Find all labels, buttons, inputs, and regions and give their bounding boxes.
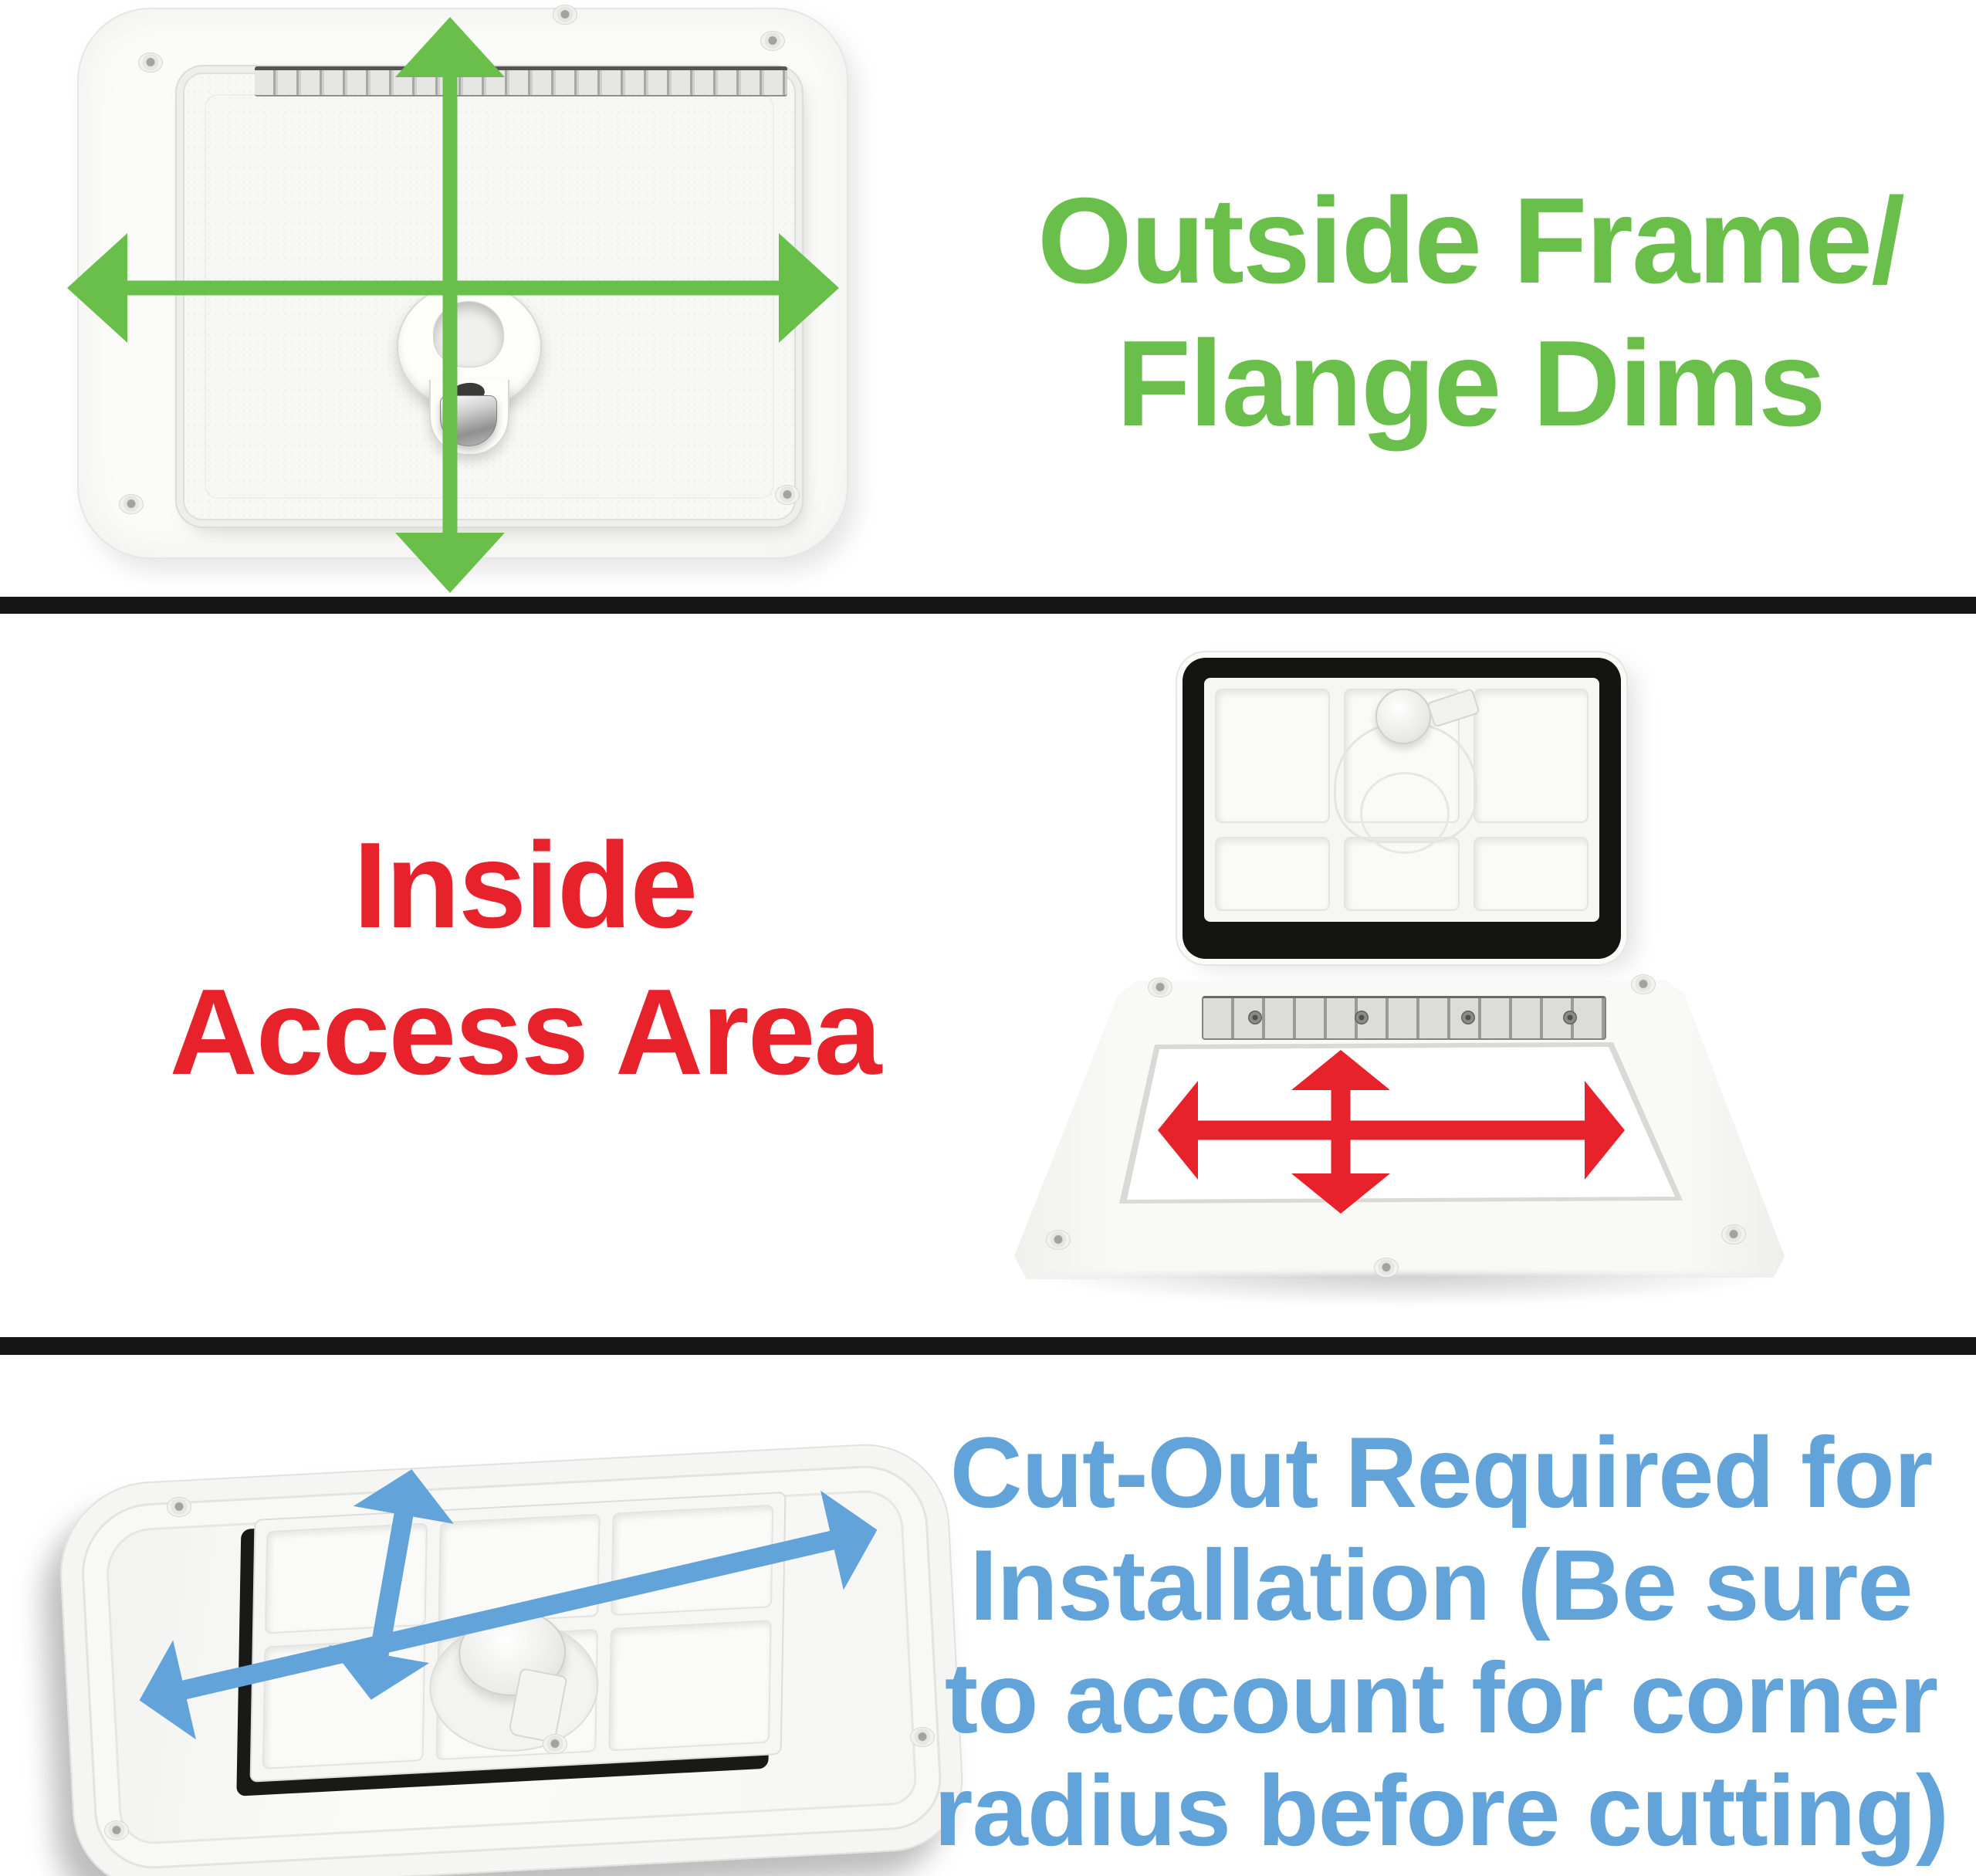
caption-line: Access Area [169, 964, 882, 1100]
caption-line: Installation (Be sure [969, 1529, 1913, 1641]
caption-line: Outside Frame/ [1037, 173, 1905, 309]
screw-hole [1148, 977, 1172, 997]
screw-hole [760, 31, 785, 51]
arrow-shaft [442, 68, 458, 542]
inside-access-caption: Inside Access Area [23, 812, 1027, 1106]
caption-line: Cut-Out Required for [949, 1416, 1934, 1529]
lid-rib-cell [608, 1619, 772, 1752]
separator-bar [0, 1337, 1976, 1355]
screw-hole [775, 485, 800, 505]
hinge-screw [1563, 1011, 1577, 1024]
outside-height-arrow [395, 17, 505, 593]
hatch-hinge [255, 66, 787, 97]
screw-hole [1046, 1230, 1071, 1250]
lid-rib-cell [1215, 836, 1331, 911]
cutout-caption: Cut-Out Required for Installation (Be su… [901, 1416, 1976, 1867]
arrow-head-down [1291, 1173, 1390, 1214]
latch-ring-outline [1360, 772, 1450, 854]
hinge-screw [1461, 1011, 1475, 1024]
screw-hole [1721, 1224, 1746, 1244]
arrow-shaft [118, 280, 788, 296]
arrow-head-down [395, 533, 505, 593]
frame-shadow [1027, 1274, 1783, 1306]
hinge-screw [1355, 1011, 1369, 1024]
arrow-shaft [1189, 1120, 1594, 1140]
hatch-hinge-open [1202, 996, 1606, 1040]
caption-line: to account for corner [944, 1641, 1938, 1754]
lid-underside-face [1204, 678, 1599, 922]
latch-knob [1375, 689, 1431, 744]
screw-hole [553, 5, 577, 25]
outside-width-arrow [67, 233, 839, 343]
arrow-head-right [779, 233, 839, 343]
separator-bar [0, 597, 1976, 614]
arrow-head-left [67, 233, 127, 343]
arrow-head-up [395, 17, 505, 77]
outside-dims-caption: Outside Frame/ Flange Dims [969, 170, 1972, 455]
caption-line: radius before cutting) [933, 1754, 1949, 1867]
lid-rib-cell [1473, 836, 1589, 911]
screw-hole [167, 1497, 191, 1517]
screw-hole [119, 494, 144, 514]
lid-rib-cell [1215, 689, 1331, 823]
hinge-screw [1248, 1011, 1262, 1024]
screw-hole [543, 1734, 567, 1754]
screw-hole [104, 1820, 129, 1840]
arrow-shaft [367, 1504, 415, 1665]
inside-width-arrow [1158, 1081, 1625, 1180]
open-lid-underside [1183, 658, 1621, 959]
screw-hole [1631, 974, 1656, 994]
screw-hole [1374, 1258, 1399, 1278]
screw-hole [138, 52, 163, 73]
screw-hole [910, 1727, 935, 1747]
caption-line: Flange Dims [1116, 316, 1825, 452]
lid-rib-cell [1473, 689, 1589, 823]
arrow-head-right [1585, 1081, 1625, 1180]
caption-line: Inside [353, 818, 699, 953]
